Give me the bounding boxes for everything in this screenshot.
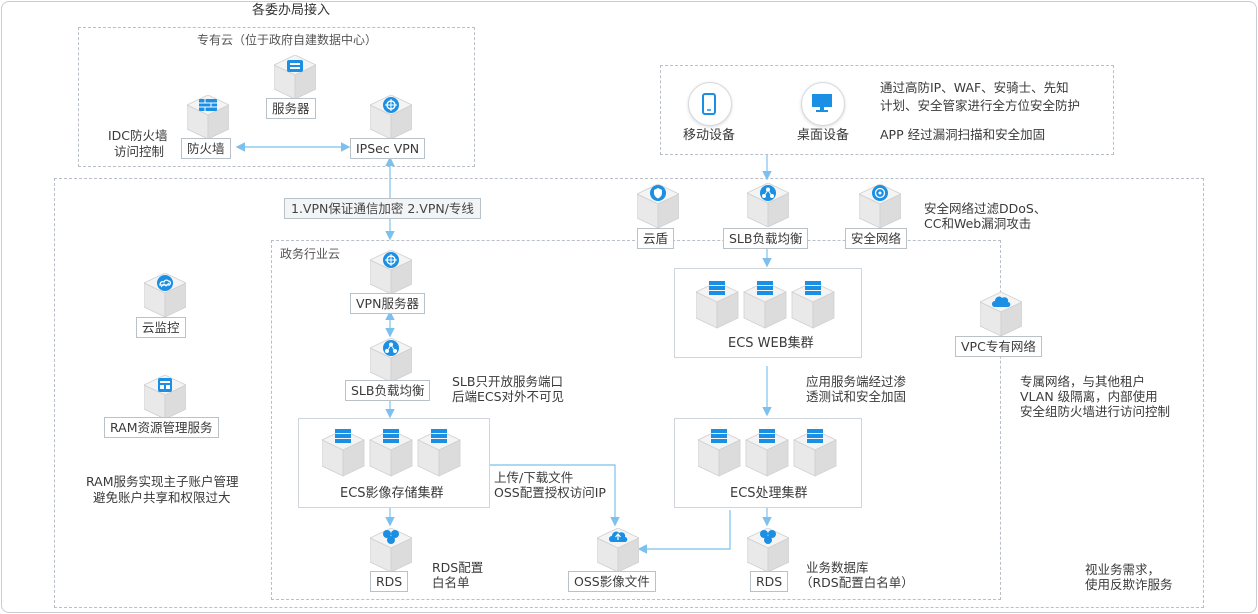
mobile-icon (702, 93, 716, 115)
rds-left-note-2: 白名单 (432, 575, 470, 590)
load-balancer-icon (760, 185, 776, 201)
storage-oss-link (490, 464, 620, 527)
cloud-icon (992, 296, 1011, 307)
mobile-circle (688, 82, 732, 126)
rds-right-label: RDS (750, 571, 789, 592)
database-icon (383, 530, 399, 544)
antifraud-note-1: 视业务需求， (1085, 562, 1161, 577)
top-title: 各委办局接入 (252, 3, 331, 18)
ram-cube (144, 375, 186, 419)
device-sec-note-2: 计划、安全管家进行全方位安全防护 (880, 98, 1081, 113)
vpn-server-label: VPN服务器 (350, 293, 425, 314)
ecs-proc-label: ECS处理集群 (730, 486, 808, 501)
server-cube (274, 55, 316, 99)
app-scan-note: APP 经过漏洞扫描和安全加固 (880, 127, 1046, 142)
ram-icon (158, 378, 172, 392)
oss-label: OSS影像文件 (568, 571, 656, 592)
ecs-web-cubes (696, 281, 835, 329)
cloud-monitor-label: 云监控 (136, 317, 186, 338)
mobile-label: 移动设备 (683, 128, 736, 143)
ipsec-cube (370, 95, 412, 139)
ram-label: RAM资源管理服务 (104, 417, 219, 438)
slb-inner-icon (383, 340, 399, 356)
database-icon-right (760, 530, 776, 544)
vpn-server-icon (383, 252, 399, 268)
slb-note-2: 后端ECS对外不可见 (452, 389, 565, 404)
upload-note-2: OSS配置授权访问IP (494, 485, 606, 500)
rds-left-label: RDS (370, 571, 409, 592)
oss-icon (609, 531, 628, 542)
vpc-cube (980, 292, 1022, 336)
server-icon (287, 60, 303, 72)
rds-left-note-1: RDS配置 (432, 560, 484, 575)
gov-cloud-title: 政务行业云 (280, 247, 341, 261)
slb-inner-label: SLB负载均衡 (345, 380, 431, 401)
ecs-web-label: ECS WEB集群 (728, 336, 814, 351)
cloud-shield-cube (637, 184, 679, 228)
proc-oss-link (637, 510, 731, 554)
security-net-note-1: 安全网络过滤DDoS、 (924, 201, 1047, 216)
security-net-label: 安全网络 (845, 228, 908, 249)
upload-note-1: 上传/下载文件 (494, 470, 574, 485)
public-cloud-zone (54, 178, 1204, 608)
vpc-note-2: VLAN 级隔离，内部使用 (1020, 389, 1158, 404)
app-service-note-1: 应用服务端经过渗 (806, 374, 907, 389)
antifraud-note-2: 使用反欺诈服务 (1085, 577, 1173, 592)
vpc-note-3: 安全组防火墙进行访问控制 (1020, 404, 1171, 419)
ecs-storage-label: ECS影像存储集群 (340, 486, 444, 501)
security-network-icon (872, 185, 888, 201)
private-cloud-title: 专有云（位于政府自建数据中心） (197, 33, 378, 47)
shield-icon (650, 185, 666, 201)
ecs-proc-cubes (698, 429, 837, 477)
desktop-label: 桌面设备 (797, 128, 850, 143)
device-zone (660, 65, 1114, 155)
slb-inner-cube (370, 338, 412, 382)
private-cloud-zone (78, 27, 475, 167)
server-label: 服务器 (266, 98, 316, 119)
app-service-note-2: 透测试和安全加固 (806, 389, 907, 404)
ram-note-1: RAM服务实现主子账户管理 (86, 474, 239, 489)
ram-note-2: 避免账户共享和权限过大 (93, 490, 231, 505)
idc-fw-note-1: IDC防火墙 (108, 128, 168, 143)
rds-right-note-2: （RDS配置白名单） (800, 575, 914, 590)
vpc-note-1: 专属网络，与其他租户 (1020, 374, 1146, 389)
security-net-note-2: CC和Web漏洞攻击 (924, 216, 1032, 231)
desktop-icon (812, 94, 832, 112)
ecs-storage-cubes (322, 429, 461, 477)
monitor-icon (157, 275, 173, 291)
vpn-icon (383, 97, 399, 113)
vpn-channel-label: 1.VPN保证通信加密 2.VPN/专线 (284, 198, 481, 219)
slb-top-label: SLB负载均衡 (723, 228, 809, 249)
slb-note-1: SLB只开放服务端口 (452, 374, 563, 389)
rds-right-note-1: 业务数据库 (806, 560, 869, 575)
idc-fw-note-2: 访问控制 (114, 144, 165, 159)
cloud-shield-label: 云盾 (637, 228, 675, 249)
slb-top-cube (747, 183, 789, 227)
device-sec-note-1: 通过高防IP、WAF、安骑士、先知 (880, 80, 1069, 95)
firewall-icon (199, 99, 217, 111)
firewall-label: 防火墙 (181, 138, 231, 159)
ipsec-label: IPSec VPN (350, 138, 426, 159)
vpc-label: VPC专有网络 (955, 336, 1042, 357)
gov-cloud-zone (271, 240, 1001, 600)
